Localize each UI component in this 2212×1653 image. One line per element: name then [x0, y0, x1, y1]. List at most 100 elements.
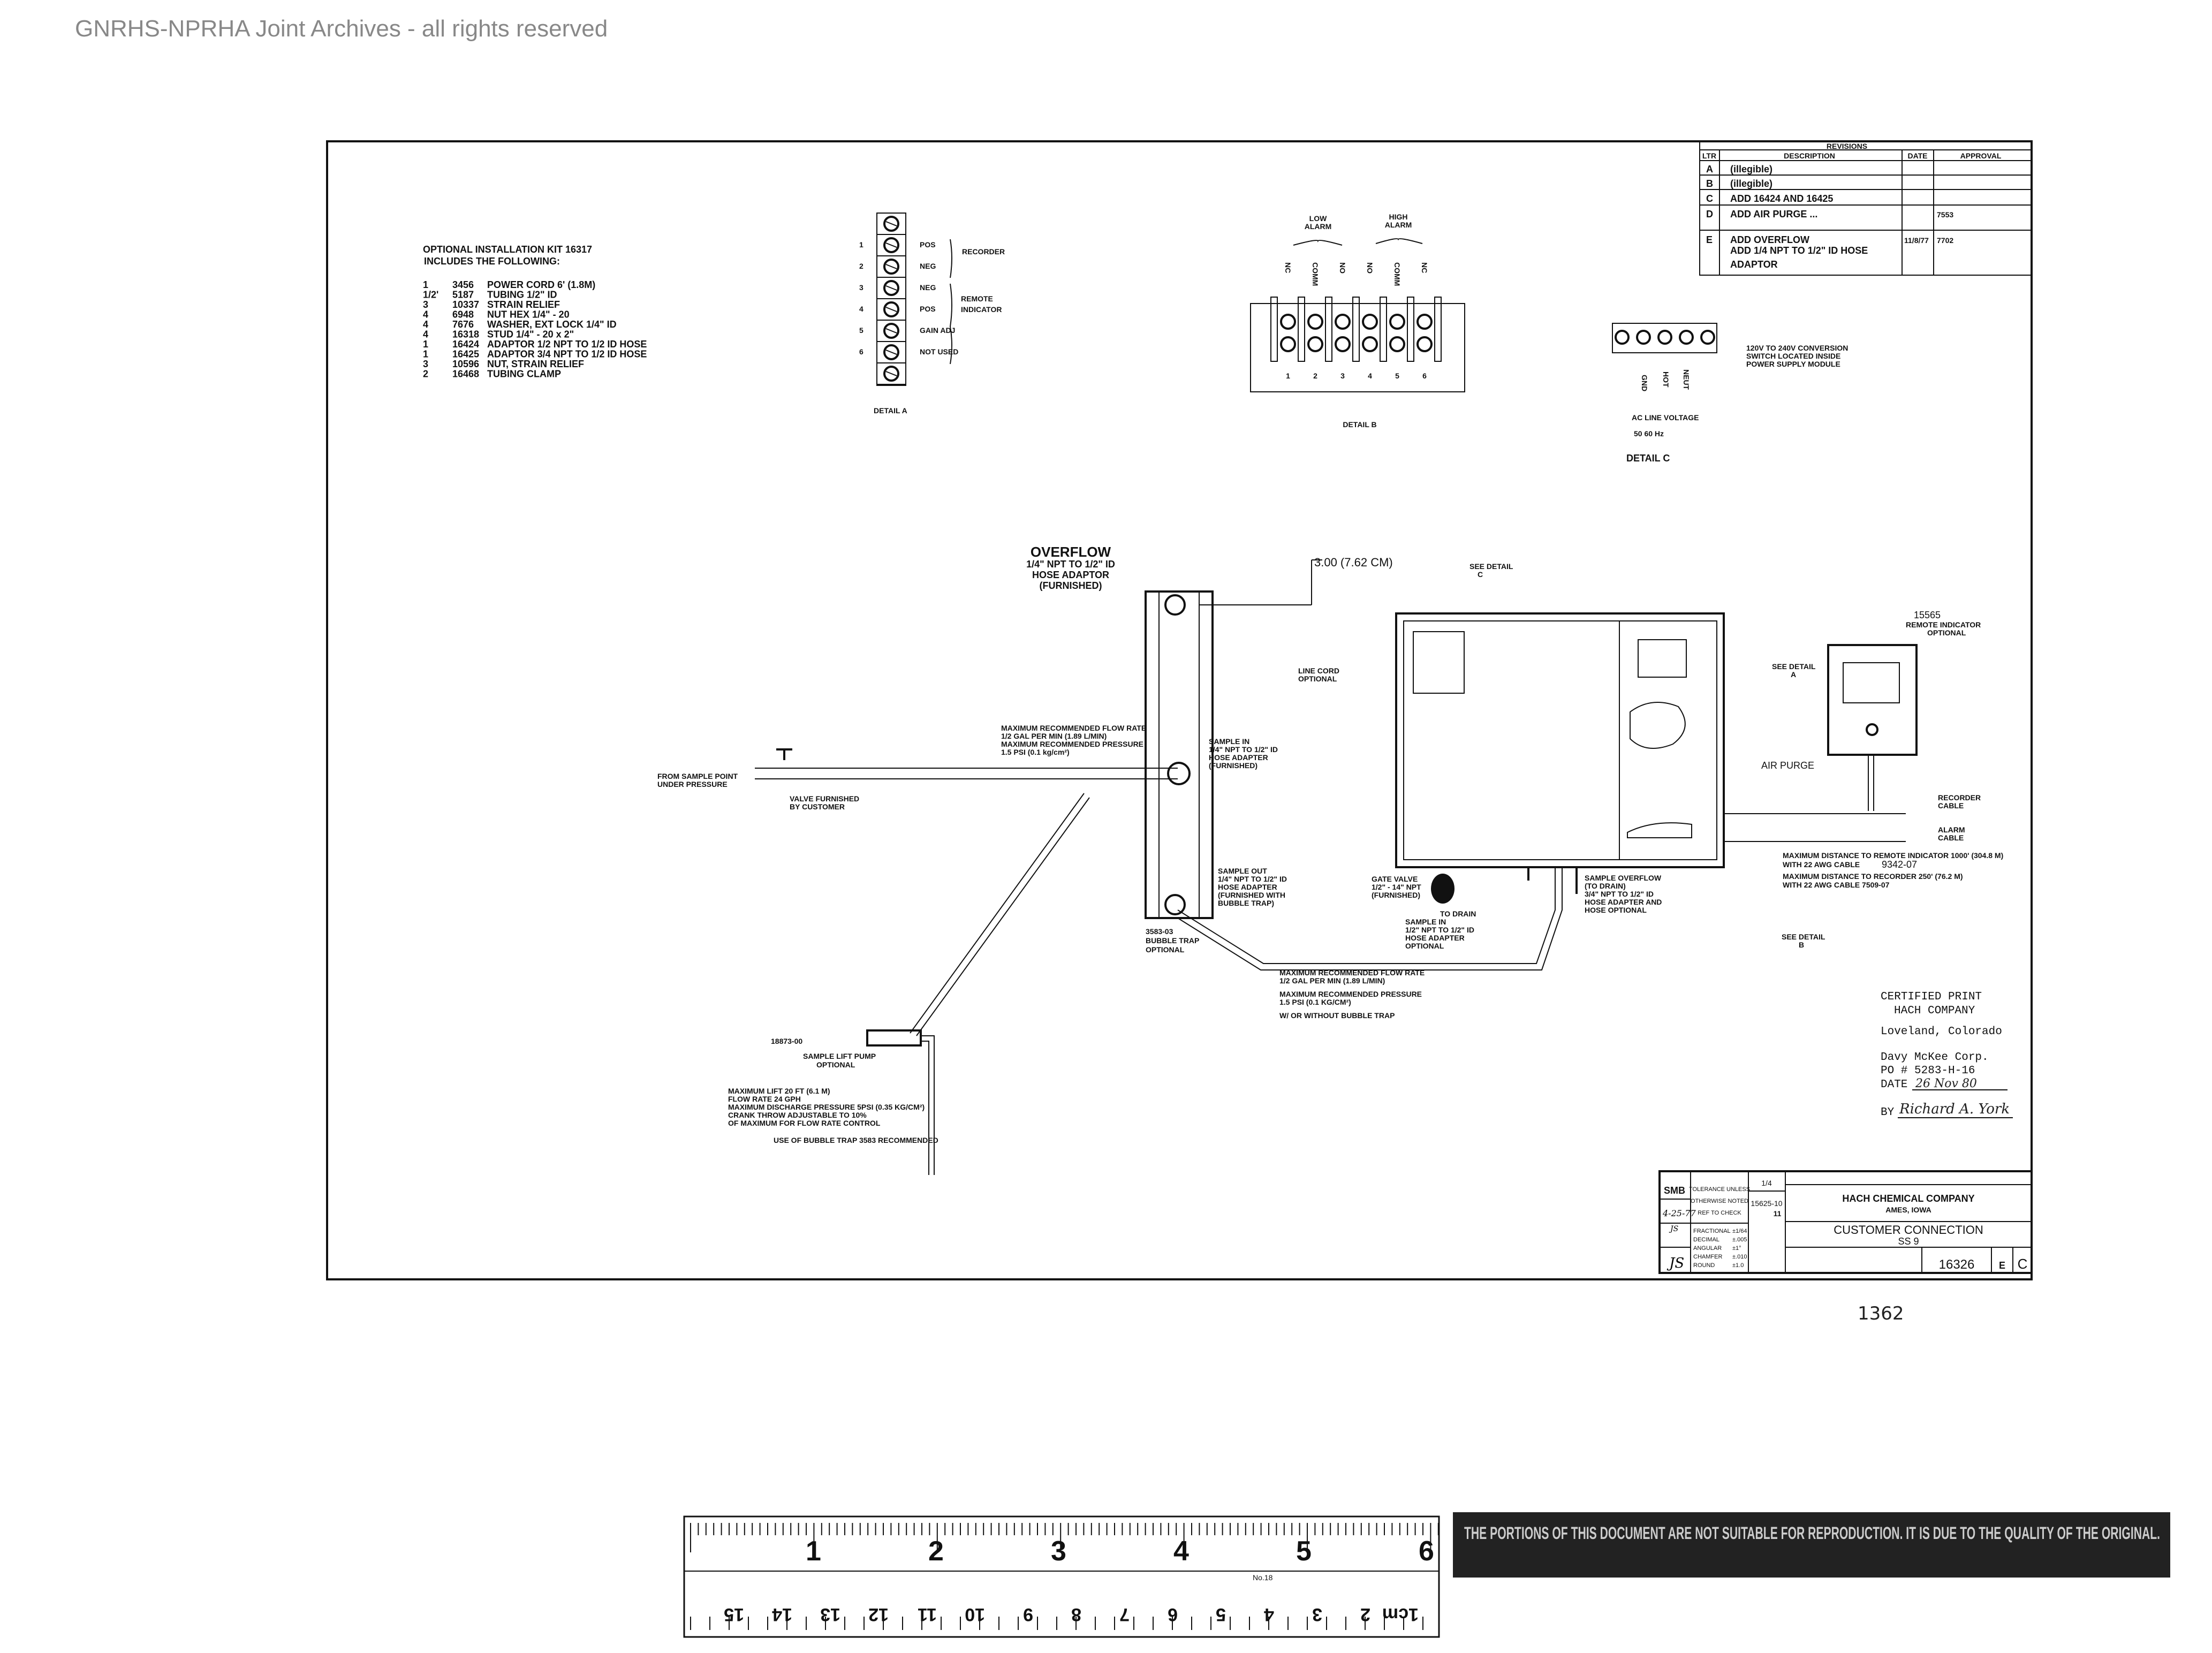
- kit-qty: 3: [423, 359, 428, 369]
- kit-description: TUBING CLAMP: [487, 369, 561, 380]
- screw-icon: [1280, 314, 1296, 330]
- overflow-label: OVERFLOW: [1031, 544, 1111, 560]
- watermark: GNRHS-NPRHA Joint Archives - all rights …: [75, 16, 608, 42]
- kit-part-number: 7676: [452, 319, 474, 330]
- neut-label: NEUT: [1682, 369, 1691, 390]
- sample-in-optional-label: HOSE ADAPTER: [1405, 934, 1465, 942]
- kit-qty: 1/2': [423, 290, 438, 300]
- ruler-cm-label: 15: [724, 1604, 744, 1625]
- terminal-number: 6: [859, 347, 863, 356]
- gnd-label: GND: [1640, 375, 1649, 391]
- certified-print-stamp: CERTIFIED PRINT HACH COMPANY Loveland, C…: [1881, 991, 2013, 1119]
- sample-point-label: UNDER PRESSURE: [657, 780, 728, 788]
- overflow-label: (FURNISHED): [1040, 580, 1102, 591]
- revision-letter: C: [1706, 193, 1713, 204]
- sample-in-optional-label: SAMPLE IN: [1405, 918, 1446, 926]
- ruler-cm-label: 7: [1119, 1604, 1130, 1625]
- screw-icon: [1700, 330, 1715, 345]
- kit-qty: 1: [423, 279, 428, 290]
- screw-icon: [883, 216, 899, 232]
- alarm-terminal-number: 6: [1422, 371, 1427, 380]
- drawing-number: 16326: [1939, 1257, 1975, 1272]
- alarm-terminal-label: NC: [1420, 262, 1429, 273]
- kit-part-number: 5187: [452, 290, 474, 300]
- valve-label: BY CUSTOMER: [790, 802, 845, 811]
- ruler-cm-label: 3: [1312, 1604, 1322, 1625]
- recorder-cable-label: CABLE: [1938, 801, 1964, 810]
- approved-by: JS: [1666, 1255, 1684, 1271]
- sample-in-optional-label: OPTIONAL: [1405, 942, 1444, 950]
- gate-valve-label: (FURNISHED): [1372, 891, 1420, 899]
- alarm-terminal-number: 4: [1368, 371, 1372, 380]
- low-alarm-label: LOW: [1309, 214, 1327, 223]
- tolerance-header: OTHERWISE NOTED: [1691, 1198, 1748, 1204]
- screw-icon: [1307, 336, 1323, 352]
- tolerance-type: DECIMAL: [1693, 1237, 1719, 1243]
- ruler-cm-label: 11: [918, 1604, 937, 1625]
- bottom-flow-note: 1/2 GAL PER MIN (1.89 L/MIN): [1279, 976, 1385, 985]
- alarm-terminal-number: 3: [1340, 371, 1345, 380]
- kit-title: OPTIONAL INSTALLATION KIT 16317: [423, 244, 592, 255]
- remote-indicator-number: 15565: [1914, 610, 1941, 620]
- ruler-cm-label: 4: [1264, 1604, 1274, 1625]
- revision-letter: E: [1999, 1260, 2005, 1271]
- see-detail-b: B: [1799, 941, 1804, 949]
- sample-overflow-label: (TO DRAIN): [1585, 882, 1626, 890]
- air-purge-label: AIR PURGE: [1761, 760, 1814, 771]
- revision-description: ADAPTOR: [1730, 259, 1778, 270]
- conversion-note: 120V TO 240V CONVERSION: [1746, 344, 1848, 352]
- high-alarm-label: HIGH: [1389, 213, 1408, 221]
- kit-description: ADAPTOR 1/2 NPT TO 1/2 ID HOSE: [487, 339, 647, 350]
- sample-out-label: 1/4" NPT TO 1/2" ID: [1218, 875, 1287, 883]
- screw-icon: [883, 301, 899, 317]
- tolerance-value: ±.005: [1732, 1237, 1747, 1243]
- ruler-inch-label: 1: [806, 1536, 821, 1567]
- terminal-label: POS: [920, 240, 936, 249]
- kit-description: NUT, STRAIN RELIEF: [487, 359, 584, 369]
- certified-line: HACH COMPANY: [1894, 1005, 1975, 1017]
- scale-value: 1/4: [1761, 1179, 1772, 1187]
- distance-note: WITH 22 AWG CABLE: [1783, 860, 1860, 869]
- pump-note: MAXIMUM DISCHARGE PRESSURE 5PSI (0.35 KG…: [728, 1103, 925, 1111]
- revision-description: (illegible): [1730, 178, 1772, 189]
- certified-line: Davy McKee Corp.: [1881, 1051, 1989, 1064]
- tolerance-type: FRACTIONAL: [1693, 1228, 1731, 1234]
- sample-out-label: HOSE ADAPTER: [1218, 883, 1277, 891]
- pump-note: OF MAXIMUM FOR FLOW RATE CONTROL: [728, 1119, 881, 1127]
- kit-part-number: 3456: [452, 279, 474, 290]
- pump-note: CRANK THROW ADJUSTABLE TO 10%: [728, 1111, 867, 1119]
- detail-a-label: DETAIL A: [874, 406, 907, 415]
- alarm-terminal-label: COMM: [1311, 262, 1320, 286]
- screw-icon: [883, 280, 899, 296]
- column-header: DATE: [1907, 151, 1927, 160]
- flow-note: MAXIMUM RECOMMENDED PRESSURE: [1001, 740, 1143, 748]
- screw-icon: [883, 366, 899, 382]
- sample-in-label: 1/4" NPT TO 1/2" ID: [1209, 745, 1278, 754]
- tolerance-header: REF TO CHECK: [1698, 1210, 1741, 1216]
- tolerance-value: ±1.0: [1732, 1262, 1744, 1269]
- revision-letter: B: [1706, 178, 1713, 189]
- terminal-label: NEG: [920, 283, 936, 292]
- bubble-trap-label: OPTIONAL: [1146, 945, 1185, 954]
- title-block: SMB 4-25-77 JS JS TOLERANCE UNLESS OTHER…: [1658, 1170, 2033, 1274]
- terminal-label: NOT USED: [920, 347, 958, 356]
- frequency-label: 50 60 Hz: [1634, 429, 1664, 438]
- remote-indicator-label: REMOTE INDICATOR: [1906, 620, 1981, 629]
- certified-line: CERTIFIED PRINT: [1881, 991, 1982, 1003]
- screw-icon: [1657, 330, 1672, 345]
- sample-overflow-label: 3/4" NPT TO 1/2" ID: [1585, 890, 1654, 898]
- sample-point-label: FROM SAMPLE POINT: [657, 772, 738, 780]
- drawing-title: CUSTOMER CONNECTION: [1834, 1223, 1983, 1237]
- revision-date: 11/8/77: [1904, 236, 1929, 245]
- pump-label: SAMPLE LIFT PUMP: [803, 1052, 876, 1060]
- kit-description: NUT HEX 1/4" - 20: [487, 309, 570, 320]
- ruler-cm-label: 6: [1168, 1604, 1178, 1625]
- voltage-label: AC LINE VOLTAGE: [1632, 413, 1699, 422]
- remote-label: REMOTE: [961, 294, 993, 303]
- dimension-label: 3.00 (7.62 CM): [1314, 556, 1393, 569]
- kit-part-number: 16468: [452, 369, 479, 380]
- ruler-cm-label: 5: [1216, 1604, 1226, 1625]
- ruler-cm-label: 12: [868, 1604, 889, 1625]
- ruler-cm-label: 13: [820, 1604, 840, 1625]
